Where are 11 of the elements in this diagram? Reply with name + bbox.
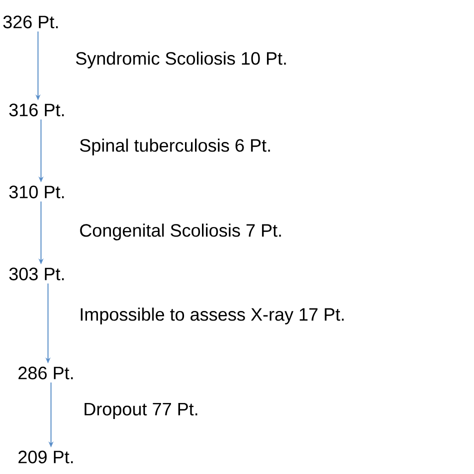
count-text: 316 Pt. <box>9 104 64 116</box>
count-text: 286 Pt. <box>18 366 73 380</box>
count-text: 303 Pt. <box>9 268 64 280</box>
count-text: 310 Pt. <box>9 186 64 198</box>
count-text: 326 Pt. <box>3 16 58 28</box>
edge-label: Syndromic Scoliosis 10 Pt. <box>76 52 286 68</box>
edge-label: Spinal tuberculosis 6 Pt. <box>80 138 270 156</box>
edge-label: Impossible to assess X-ray 17 Pt. <box>80 308 344 324</box>
count-text: 209 Pt. <box>18 450 73 464</box>
edge-label: Dropout 77 Pt. <box>84 402 198 420</box>
edge-label: Congenital Scoliosis 7 Pt. <box>80 224 281 240</box>
